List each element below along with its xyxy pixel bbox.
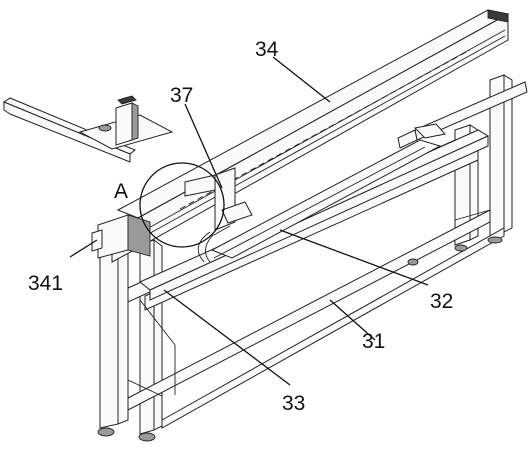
label-37: 37 [170,84,193,107]
label-34: 34 [255,38,279,61]
detail-circle-a [139,162,225,248]
side-tray [397,81,528,149]
label-a: A [114,180,128,203]
leader-34 [272,56,331,103]
leader-341 [69,239,98,258]
motor [91,214,151,259]
label-33: 33 [282,392,305,415]
leader-37 [184,103,223,189]
leader-31 [329,299,376,341]
label-31: 31 [362,330,385,353]
leader-33 [163,289,291,386]
feeder-arm [2,95,174,163]
label-341: 341 [28,272,63,295]
leader-32 [279,229,429,286]
label-32: 32 [430,290,453,313]
cable-chain [197,123,446,263]
